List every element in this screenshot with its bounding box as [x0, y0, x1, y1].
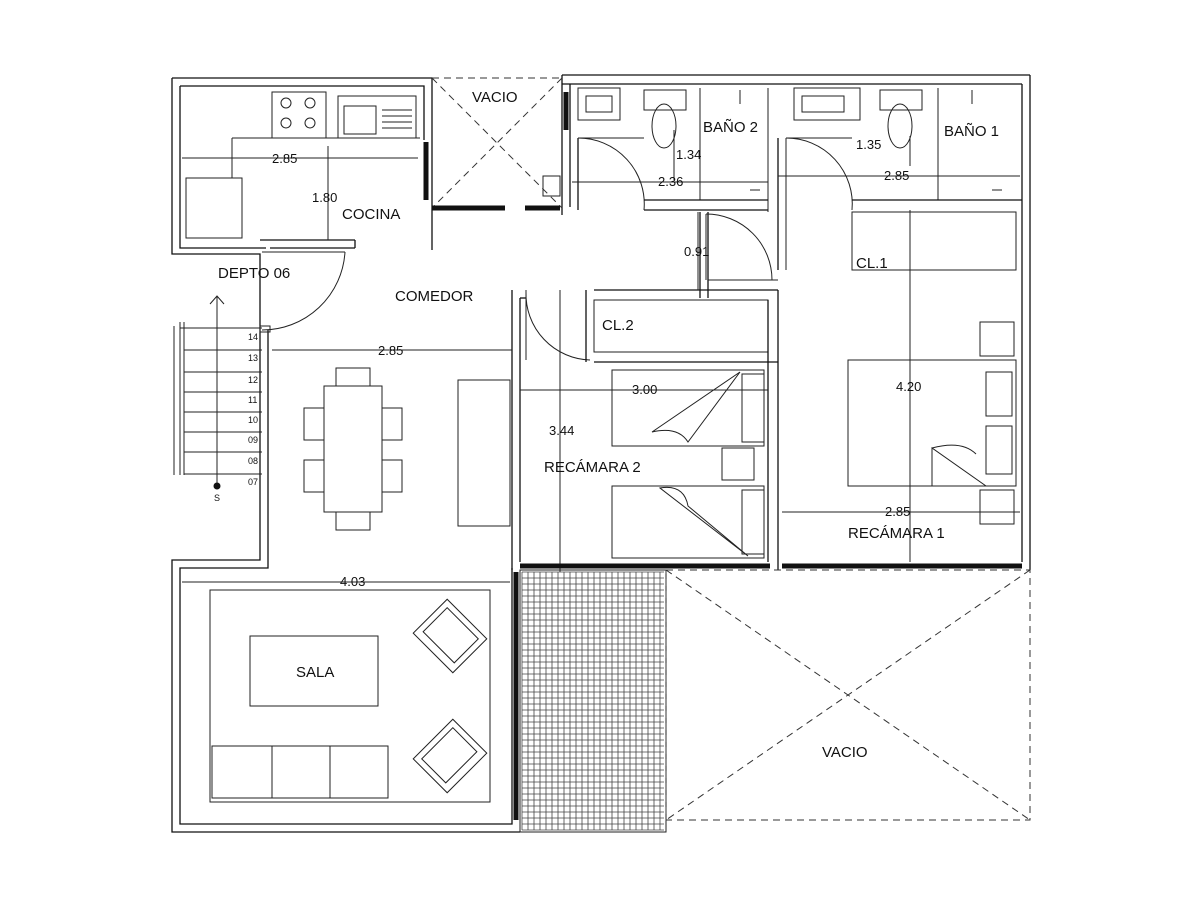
label-cl1: CL.1 [856, 255, 888, 272]
dim-bano1-depth: 1.35 [856, 137, 881, 152]
kitchen [185, 91, 429, 249]
stair-step-11: 11 [248, 395, 257, 405]
sideboard [457, 379, 511, 527]
stair-step-10: 10 [248, 415, 258, 425]
dim-recamara2-width: 3.00 [632, 382, 657, 397]
dim-cocina-depth: 1.80 [312, 190, 337, 205]
stair-step-12: 12 [248, 375, 258, 385]
dimension-lines [182, 130, 1020, 583]
label-bano-2: BAÑO 2 [703, 119, 758, 136]
hall-door [699, 212, 778, 298]
label-bano-1: BAÑO 1 [944, 123, 999, 140]
stair-direction-label: S [214, 493, 220, 503]
bathroom-2 [563, 87, 769, 212]
void-bottom [665, 569, 1031, 821]
bathroom-1 [777, 87, 1022, 270]
label-vacio-top: VACIO [472, 89, 518, 106]
label-depto: DEPTO 06 [218, 265, 290, 282]
dim-cocina-width: 2.85 [272, 151, 297, 166]
stair-step-09: 09 [248, 435, 258, 445]
stair-step-08: 08 [248, 456, 258, 466]
label-cocina: COCINA [342, 206, 400, 223]
dining-table [303, 367, 403, 531]
entry-door [259, 251, 346, 333]
label-vacio-bottom: VACIO [822, 744, 868, 761]
dim-recamara1-depth: 4.20 [896, 379, 921, 394]
balcony-mesh [521, 571, 664, 831]
balcony [513, 569, 667, 833]
stair-step-13: 13 [248, 353, 258, 363]
label-recamara-1: RECÁMARA 1 [848, 525, 945, 542]
bedroom-1 [782, 321, 1022, 569]
label-sala: SALA [296, 664, 334, 681]
dim-recamara2-depth: 3.44 [549, 423, 574, 438]
closet-1 [851, 211, 1017, 271]
label-cl2: CL.2 [602, 317, 634, 334]
dim-bano1-width: 2.85 [884, 168, 909, 183]
living-room [209, 589, 491, 803]
void-top [431, 77, 563, 211]
stairs: 14 13 12 11 10 09 08 07 S [173, 295, 262, 503]
exterior-walls [171, 74, 1031, 833]
label-recamara-2: RECÁMARA 2 [544, 459, 641, 476]
dim-sala-width: 4.03 [340, 574, 365, 589]
dim-bano2-width: 2.36 [658, 174, 683, 189]
dim-hall-width: 0.91 [684, 244, 709, 259]
dim-recamara1-width: 2.85 [885, 504, 910, 519]
stair-step-07: 07 [248, 477, 258, 487]
dim-bano2-depth: 1.34 [676, 147, 701, 162]
dim-comedor-width: 2.85 [378, 343, 403, 358]
stair-step-14: 14 [248, 332, 258, 342]
label-comedor: COMEDOR [395, 288, 474, 305]
bedroom-2 [511, 289, 779, 572]
